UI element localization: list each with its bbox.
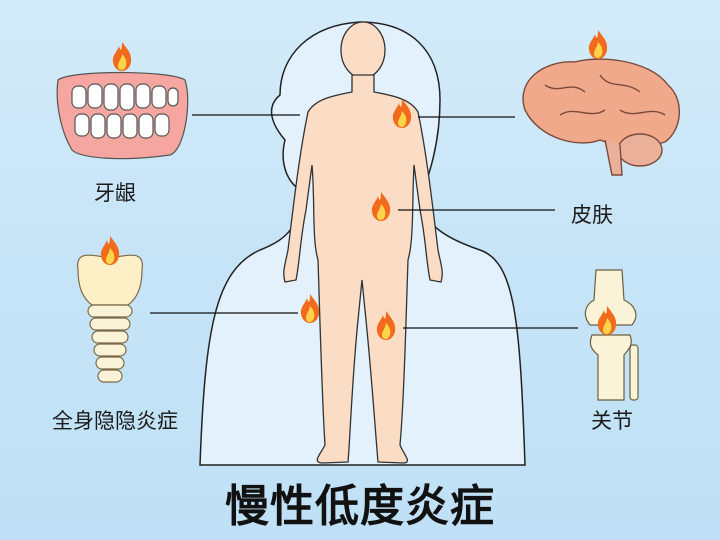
flame-icon (100, 236, 120, 265)
teeth-icon (56, 71, 189, 160)
trachea-icon (77, 254, 143, 383)
label-systemic-inflammation: 全身隐隐炎症 (52, 409, 178, 433)
knee-joint-icon (584, 269, 639, 401)
brain-icon (522, 58, 681, 176)
connector-lines (150, 114, 578, 329)
flame-icon (112, 42, 132, 71)
label-joints: 关节 (591, 409, 633, 433)
human-body-figure (283, 21, 443, 464)
flame-icon (588, 30, 608, 59)
label-gums: 牙龈 (94, 181, 136, 205)
page-title: 慢性低度炎症 (225, 481, 495, 532)
label-skin: 皮肤 (571, 203, 613, 227)
